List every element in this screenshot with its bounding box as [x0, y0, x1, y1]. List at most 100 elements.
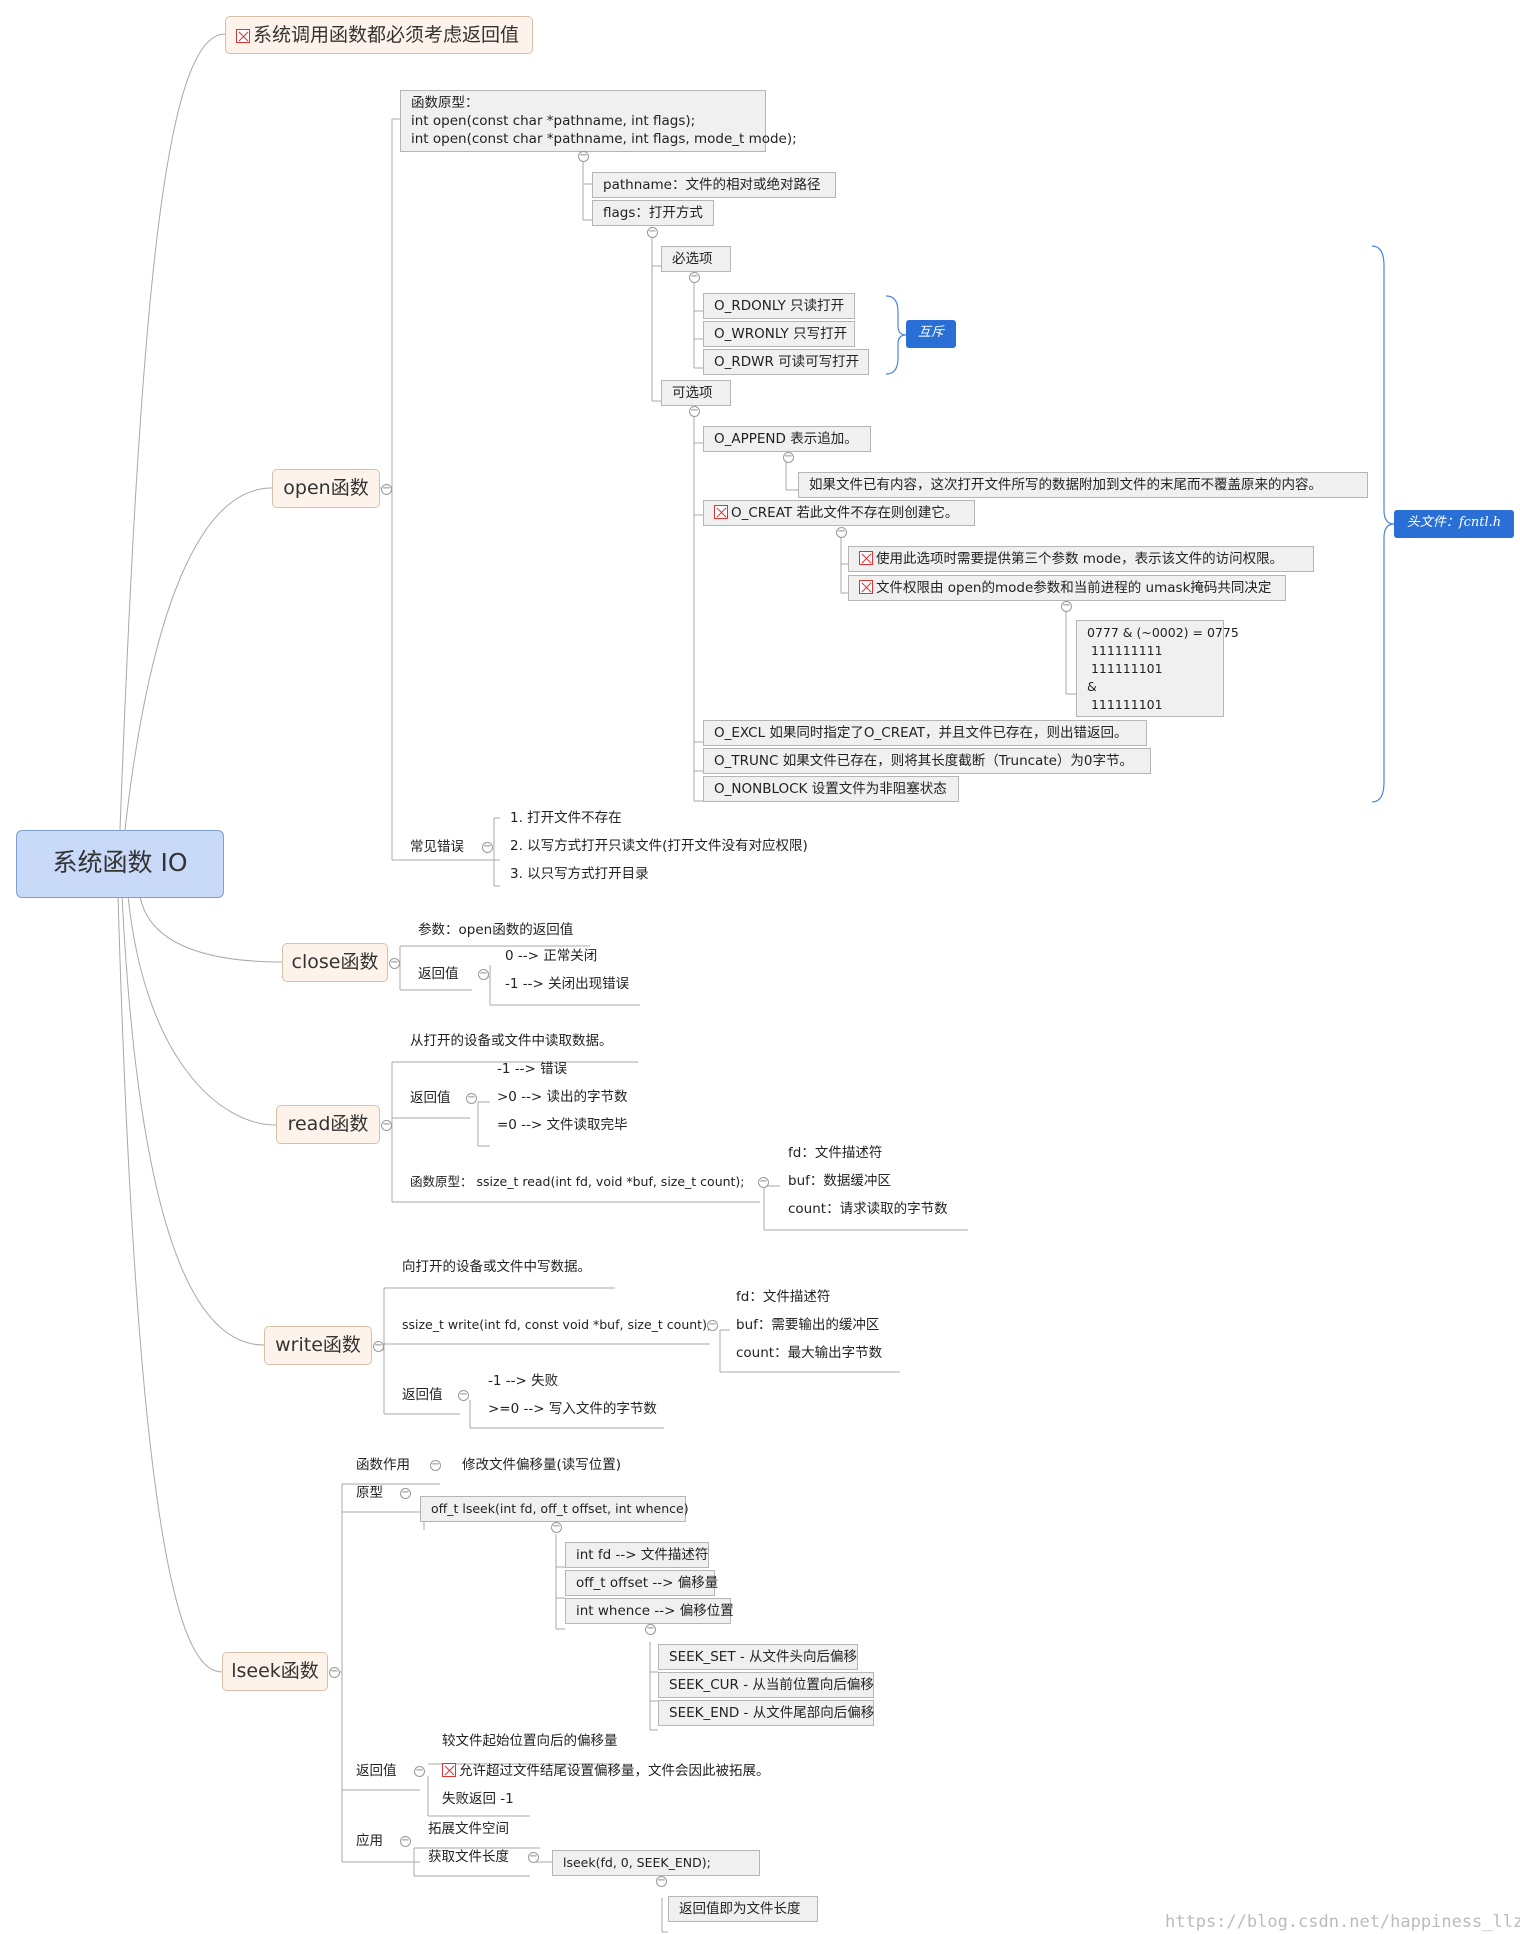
collapse-write[interactable]: − [373, 1340, 384, 1352]
lseek-proto-label[interactable]: 原型 [356, 1485, 383, 1501]
collapse-close-return[interactable]: − [478, 968, 489, 980]
lseek-use-length[interactable]: 获取文件长度 [428, 1849, 509, 1865]
write-return-item[interactable]: -1 --> 失败 [488, 1373, 559, 1389]
optional-node[interactable]: 可选项 [661, 380, 731, 406]
read-desc[interactable]: 从打开的设备或文件中读取数据。 [410, 1033, 613, 1049]
close-return-err[interactable]: -1 --> 关闭出现错误 [505, 976, 630, 992]
rdonly-node[interactable]: O_RDONLY 只读打开 [703, 293, 855, 319]
read-param-count[interactable]: count：请求读取的字节数 [788, 1201, 948, 1217]
read-return-label[interactable]: 返回值 [410, 1090, 451, 1106]
trunc-node[interactable]: O_TRUNC 如果文件已存在，则将其长度截断（Truncate）为0字节。 [703, 748, 1151, 774]
write-param-count[interactable]: count：最大输出字节数 [736, 1345, 883, 1361]
error-item[interactable]: 2. 以写方式打开只读文件(打开文件没有对应权限) [510, 838, 808, 854]
collapse-close[interactable]: − [389, 957, 400, 969]
umask-calc-node[interactable]: 0777 & (~0002) = 0775 111111111 11111110… [1076, 620, 1239, 717]
excl-node[interactable]: O_EXCL 如果同时指定了O_CREAT，并且文件已存在，则出错返回。 [703, 720, 1147, 746]
collapse-lseek[interactable]: − [329, 1666, 340, 1678]
seek-set-node[interactable]: SEEK_SET - 从文件头向后偏移 [658, 1644, 858, 1670]
append-node[interactable]: O_APPEND 表示追加。 [703, 426, 871, 452]
creat-node[interactable]: O_CREAT 若此文件不存在则创建它。 [703, 500, 975, 526]
collapse-creat[interactable]: − [836, 526, 847, 538]
root-topic[interactable]: 系统函数 IO [16, 830, 224, 898]
lseek-use-code[interactable]: lseek(fd, 0, SEEK_END); [552, 1850, 760, 1876]
read-prototype[interactable]: 函数原型： ssize_t read(int fd, void *buf, si… [410, 1174, 745, 1189]
close-topic[interactable]: close函数 [282, 943, 388, 982]
cross-icon [442, 1763, 456, 1777]
seek-cur-node[interactable]: SEEK_CUR - 从当前位置向后偏移 [658, 1672, 874, 1698]
header-tag[interactable]: 头文件：fcntl.h [1394, 510, 1514, 538]
collapse-use-length[interactable]: − [528, 1851, 539, 1863]
collapse-write-proto[interactable]: − [707, 1319, 718, 1331]
write-param-buf[interactable]: buf：需要输出的缓冲区 [736, 1317, 880, 1333]
collapse-lseek-role[interactable]: − [430, 1459, 441, 1471]
pathname-node[interactable]: pathname：文件的相对或绝对路径 [592, 172, 836, 198]
flags-node[interactable]: flags：打开方式 [592, 200, 714, 226]
lseek-return-label[interactable]: 返回值 [356, 1763, 397, 1779]
collapse-write-return[interactable]: − [458, 1389, 469, 1401]
required-node[interactable]: 必选项 [661, 246, 731, 272]
collapse-umask[interactable]: − [1061, 600, 1072, 612]
seek-end-node[interactable]: SEEK_END - 从文件尾部向后偏移 [658, 1700, 874, 1726]
collapse-required[interactable]: − [689, 271, 700, 283]
lseek-role-label[interactable]: 函数作用 [356, 1457, 410, 1473]
mutex-tag[interactable]: 互斥 [906, 320, 956, 348]
lseek-param-offset[interactable]: off_t offset --> 偏移量 [565, 1570, 718, 1596]
collapse-read-return[interactable]: − [466, 1092, 477, 1104]
lseek-prototype[interactable]: off_t lseek(int fd, off_t offset, int wh… [420, 1496, 689, 1522]
close-return-ok[interactable]: 0 --> 正常关闭 [505, 948, 598, 964]
collapse-flags[interactable]: − [647, 226, 658, 238]
creat-mode-node[interactable]: 使用此选项时需要提供第三个参数 mode，表示该文件的访问权限。 [848, 546, 1314, 572]
lseek-return-extend[interactable]: 允许超过文件结尾设置偏移量，文件会因此被拓展。 [442, 1760, 770, 1782]
lseek-return-item[interactable]: 较文件起始位置向后的偏移量 [442, 1733, 618, 1749]
note-text: 系统调用函数都必须考虑返回值 [253, 24, 520, 46]
lseek-param-fd[interactable]: int fd --> 文件描述符 [565, 1542, 709, 1568]
close-param[interactable]: 参数：open函数的返回值 [418, 922, 574, 938]
collapse-optional[interactable]: − [689, 405, 700, 417]
read-topic[interactable]: read函数 [276, 1105, 380, 1144]
read-param-fd[interactable]: fd：文件描述符 [788, 1145, 883, 1161]
lseek-return-item[interactable]: 失败返回 -1 [442, 1791, 514, 1807]
write-desc[interactable]: 向打开的设备或文件中写数据。 [402, 1259, 591, 1275]
lseek-use-extend[interactable]: 拓展文件空间 [428, 1821, 509, 1837]
write-return-label[interactable]: 返回值 [402, 1387, 443, 1403]
write-return-item[interactable]: >=0 --> 写入文件的字节数 [488, 1401, 657, 1417]
lseek-use-result[interactable]: 返回值即为文件长度 [668, 1896, 818, 1922]
write-prototype[interactable]: ssize_t write(int fd, const void *buf, s… [402, 1317, 712, 1332]
collapse-whence[interactable]: − [645, 1623, 656, 1635]
rdwr-node[interactable]: O_RDWR 可读可写打开 [703, 349, 869, 375]
collapse-use-code[interactable]: − [656, 1875, 667, 1887]
write-param-fd[interactable]: fd：文件描述符 [736, 1289, 831, 1305]
lseek-param-whence[interactable]: int whence --> 偏移位置 [565, 1598, 734, 1624]
errors-label[interactable]: 常见错误 [410, 839, 464, 855]
nonblock-node[interactable]: O_NONBLOCK 设置文件为非阻塞状态 [703, 776, 959, 802]
read-param-buf[interactable]: buf：数据缓冲区 [788, 1173, 891, 1189]
collapse-proto[interactable]: − [578, 150, 589, 162]
note-node[interactable]: 系统调用函数都必须考虑返回值 [225, 16, 533, 54]
write-topic[interactable]: write函数 [264, 1326, 372, 1365]
lseek-use-label[interactable]: 应用 [356, 1833, 383, 1849]
collapse-read-proto[interactable]: − [758, 1176, 769, 1188]
append-desc-node[interactable]: 如果文件已有内容，这次打开文件所写的数据附加到文件的末尾而不覆盖原来的内容。 [798, 472, 1368, 498]
open-prototype[interactable]: 函数原型： int open(const char *pathname, int… [400, 90, 797, 152]
read-return-item[interactable]: >0 --> 读出的字节数 [497, 1089, 628, 1105]
close-return-label[interactable]: 返回值 [418, 966, 459, 982]
collapse-lseek-use[interactable]: − [400, 1835, 411, 1847]
cross-icon [714, 505, 728, 519]
open-topic[interactable]: open函数 [272, 469, 380, 508]
read-return-item[interactable]: =0 --> 文件读取完毕 [497, 1117, 628, 1133]
error-item[interactable]: 1. 打开文件不存在 [510, 810, 622, 826]
collapse-errors[interactable]: − [482, 841, 493, 853]
collapse-lseek-proto[interactable]: − [400, 1487, 411, 1499]
lseek-role-desc[interactable]: 修改文件偏移量(读写位置) [462, 1457, 622, 1473]
creat-umask-node[interactable]: 文件权限由 open的mode参数和当前进程的 umask掩码共同决定 [848, 575, 1286, 601]
read-return-item[interactable]: -1 --> 错误 [497, 1061, 568, 1077]
lseek-topic[interactable]: lseek函数 [222, 1652, 328, 1691]
collapse-lseek-return[interactable]: − [414, 1765, 425, 1777]
wronly-node[interactable]: O_WRONLY 只写打开 [703, 321, 855, 347]
collapse-lseek-params[interactable]: − [551, 1521, 562, 1533]
error-item[interactable]: 3. 以只写方式打开目录 [510, 866, 649, 882]
collapse-read[interactable]: − [381, 1119, 392, 1131]
collapse-open[interactable]: − [381, 483, 392, 495]
collapse-append[interactable]: − [783, 451, 794, 463]
